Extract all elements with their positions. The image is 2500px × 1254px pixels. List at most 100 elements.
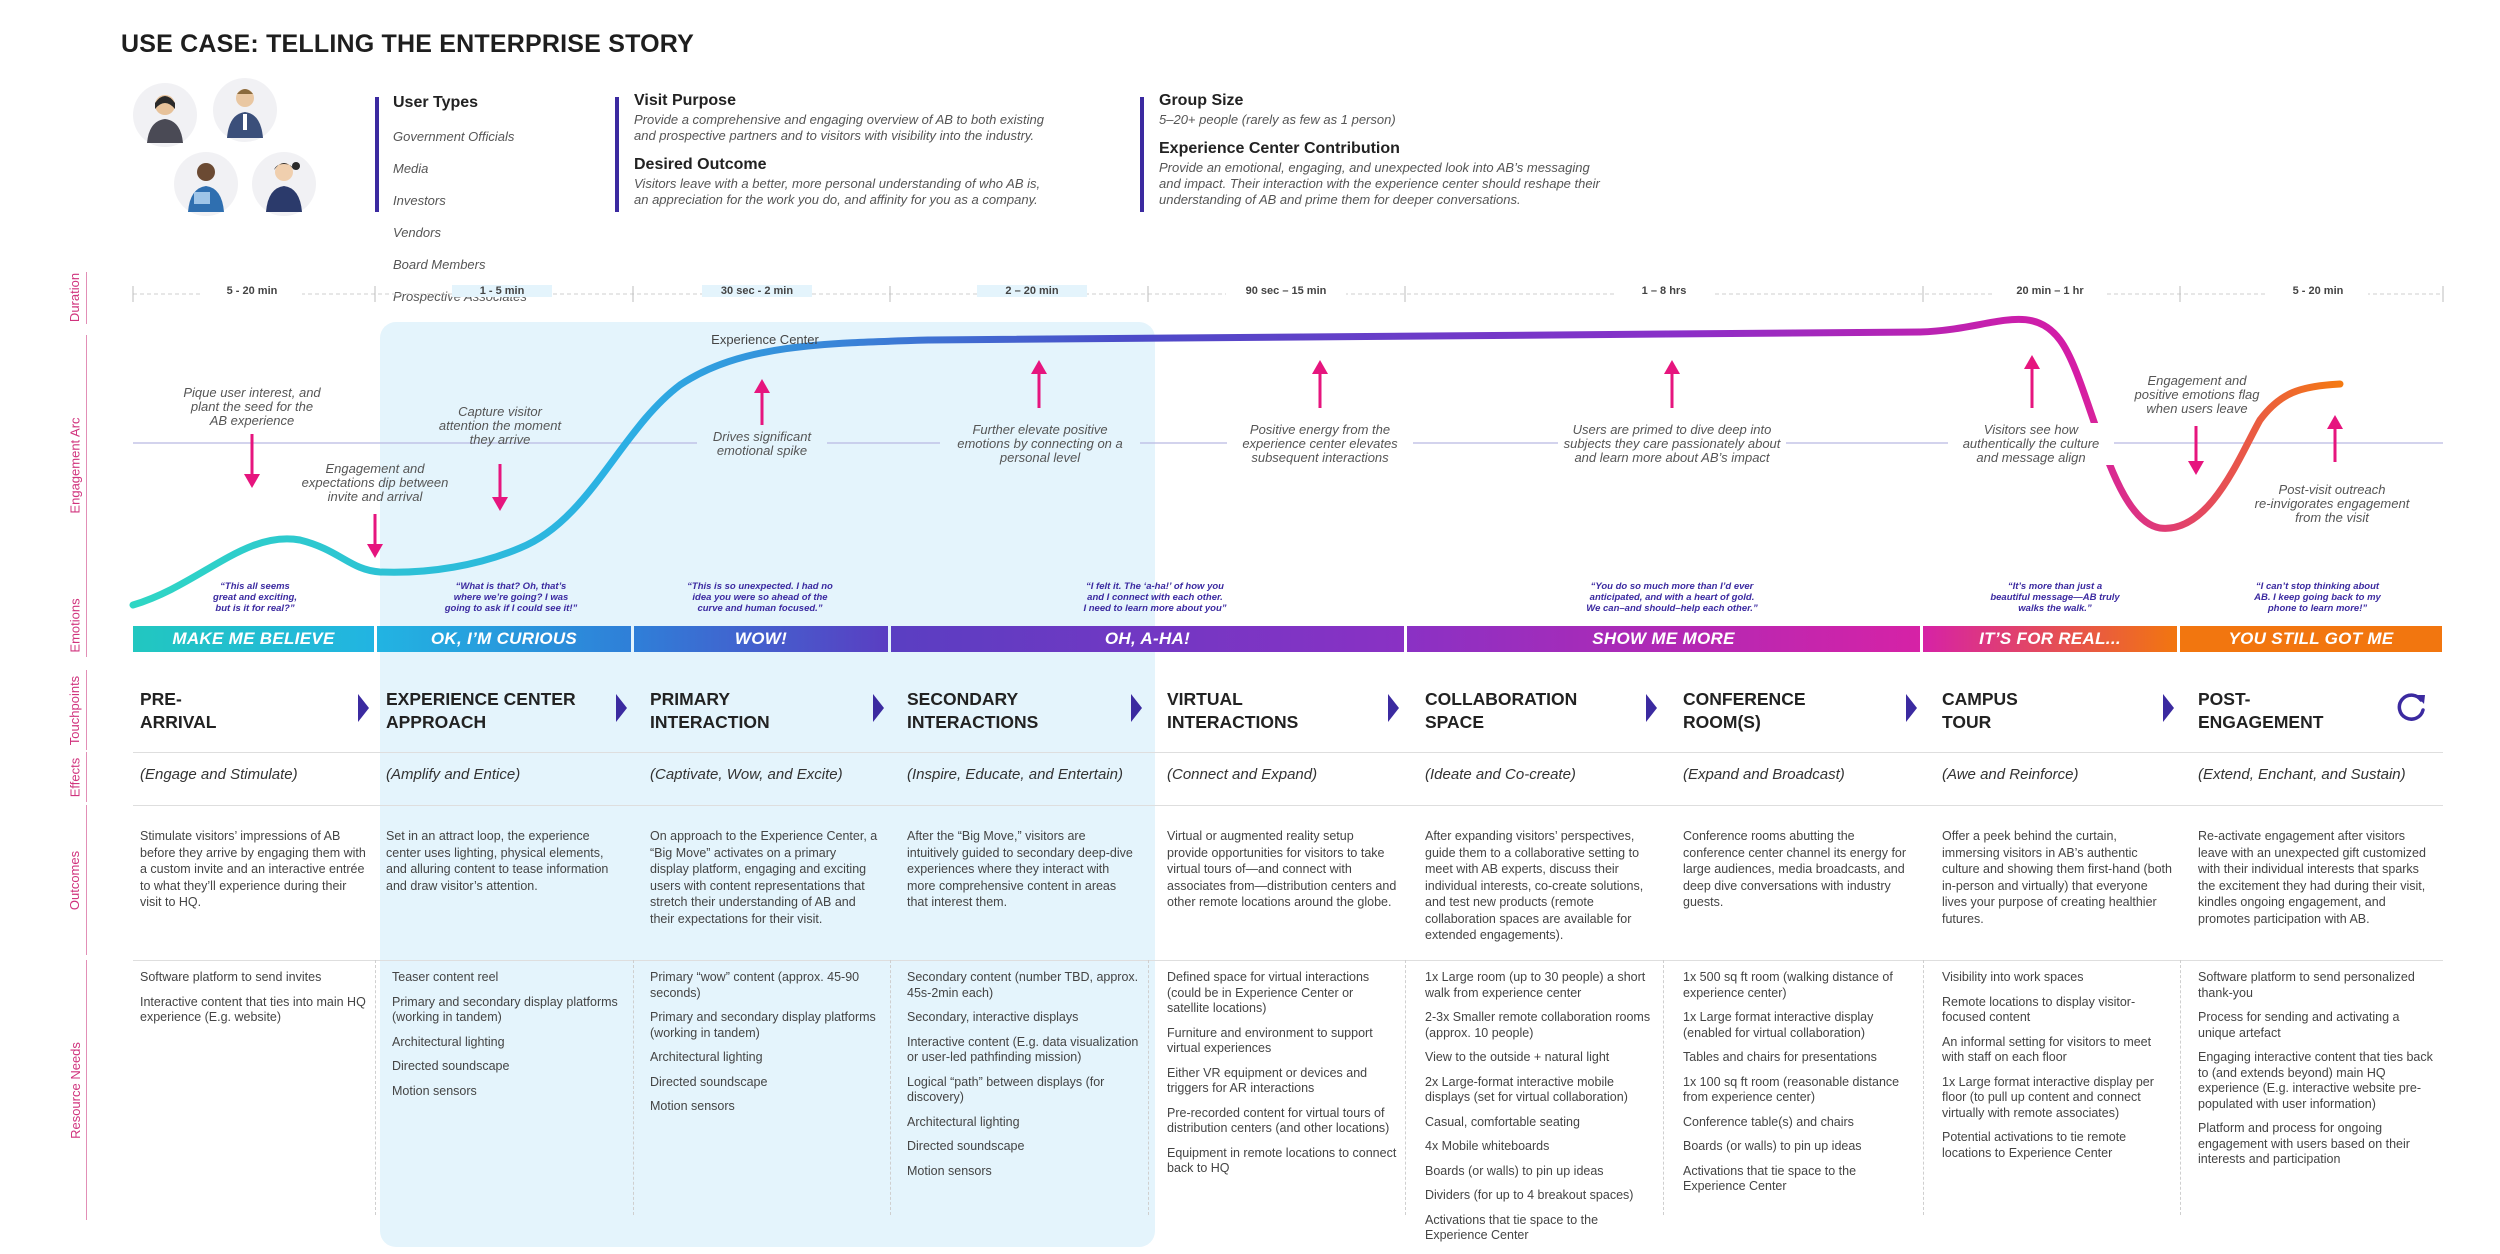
user-types-list: Government Officials Media Investors Ven… [393, 113, 527, 321]
resource-item: Either VR equipment or devices and trigg… [1167, 1065, 1368, 1096]
contribution-text: Provide an emotional, engaging, and unex… [1159, 160, 1600, 207]
row-divider [133, 752, 2443, 753]
divider [375, 97, 379, 212]
engagement-arc [129, 315, 2443, 609]
resource-item: Activations that tie space to the Experi… [1425, 1212, 1599, 1243]
resource-item: Activations that tie space to the Experi… [1683, 1163, 1857, 1194]
duration-label: 30 sec - 2 min [702, 285, 812, 297]
resource-list: Teaser content reel Primary and secondar… [392, 970, 622, 1108]
resource-list: Software platform to send personalized t… [2198, 970, 2434, 1177]
resource-item: Directed soundscape [392, 1059, 510, 1073]
user-type-item: Media [393, 161, 429, 176]
experience-center-zone [380, 322, 1155, 1247]
resource-item: Architectural lighting [392, 1034, 505, 1049]
effect-label: (Extend, Enchant, and Sustain) [2198, 766, 2406, 783]
user-type-item: Vendors [393, 225, 441, 240]
column-separator [375, 960, 376, 1215]
emotion-quote: “You do so much more than I’d ever antic… [1586, 581, 1758, 614]
resource-item: Motion sensors [650, 1099, 735, 1113]
outcome-text: On approach to the Experience Center, a … [650, 829, 878, 926]
persona-avatar [133, 83, 197, 147]
desired-outcome-heading: Desired Outcome [634, 156, 767, 173]
resource-item: 1x Large format interactive display per … [1942, 1074, 2154, 1120]
user-type-item: Investors [393, 193, 446, 208]
column-separator [633, 960, 634, 1215]
emotion-bar: YOU STILL GOT ME [2180, 626, 2442, 652]
emotion-bar: IT’S FOR REAL... [1923, 626, 2177, 652]
resource-list: Defined space for virtual interactions (… [1167, 970, 1397, 1186]
user-types-block: User Types Government Officials Media In… [393, 94, 527, 321]
arrows [244, 355, 2343, 558]
chevron-right-icon [873, 694, 884, 722]
touchpoint-title: PRE- ARRIVAL [140, 689, 217, 732]
arc-annotation: Drives significant emotional spike [697, 430, 827, 458]
outcome-text: Virtual or augmented reality setup provi… [1167, 829, 1397, 909]
resource-item: Dividers (for up to 4 breakout spaces) [1425, 1188, 1634, 1202]
arc-annotation: Pique user interest, and plant the seed … [183, 385, 321, 428]
duration-label: 1 – 8 hrs [1614, 285, 1714, 297]
effect-label: (Amplify and Entice) [386, 766, 521, 783]
touchpoint-title: PRIMARY INTERACTION [650, 689, 770, 732]
visit-purpose-heading: Visit Purpose [634, 92, 736, 109]
resource-item: 1x Large format interactive display (ena… [1683, 1010, 1874, 1040]
row-tick [86, 805, 87, 955]
emotion-quote: “What is that? Oh, that’s where we’re go… [444, 581, 578, 614]
outcome-text: Stimulate visitors’ impressions of AB be… [140, 829, 366, 909]
effect-label: (Expand and Broadcast) [1683, 766, 1845, 783]
row-tick [86, 272, 87, 324]
row-tick [86, 960, 87, 1220]
effect-label: (Connect and Expand) [1167, 766, 1318, 783]
arc-annotation: Engagement and expectations dip between … [301, 461, 449, 504]
resource-item: Architectural lighting [907, 1114, 1020, 1129]
emotion-quote: “This is so unexpected. I had no idea yo… [687, 581, 833, 614]
resource-item: Pre-recorded content for virtual tours o… [1167, 1105, 1390, 1136]
touchpoint-title: VIRTUAL INTERACTIONS [1167, 689, 1299, 732]
touchpoint-title: COLLABORATION SPACE [1425, 689, 1578, 732]
outcome-text: Set in an attract loop, the experience c… [386, 829, 609, 893]
row-divider [133, 960, 2443, 961]
outcome-text: After the “Big Move,” visitors are intui… [907, 829, 1133, 909]
effect-label: (Awe and Reinforce) [1942, 766, 2079, 783]
resource-item: Interactive content that ties into main … [140, 994, 366, 1025]
column-separator [1405, 960, 1406, 1215]
column-separator [2180, 960, 2181, 1215]
resource-item: An informal setting for visitors to meet… [1942, 1034, 2152, 1065]
resource-item: Boards (or walls) to pin up ideas [1425, 1163, 1604, 1178]
page-title: USE CASE: TELLING THE ENTERPRISE STORY [121, 30, 694, 58]
resource-item: Engaging interactive content that ties b… [2198, 1050, 2433, 1111]
resource-list: 1x 500 sq ft room (walking distance of e… [1683, 970, 1915, 1204]
emotion-quote: “I can’t stop thinking about AB. I keep … [2254, 581, 2381, 614]
outcome-text: Re-activate engagement after visitors le… [2198, 829, 2426, 926]
group-size-heading: Group Size [1159, 92, 1244, 109]
resource-item: Tables and chairs for presentations [1683, 1050, 1877, 1064]
outcome-text: Offer a peek behind the curtain, immersi… [1942, 829, 2172, 926]
visit-purpose-block: Visit Purpose Provide a comprehensive an… [634, 92, 1114, 208]
arc-annotation: Positive energy from the experience cent… [1227, 423, 1413, 465]
duration-label: 90 sec – 15 min [1226, 285, 1346, 297]
resource-item: Process for sending and activating a uni… [2198, 1010, 2400, 1040]
chevron-right-icon [616, 694, 627, 722]
chevron-right-icon [2163, 694, 2174, 722]
resource-item: Remote locations to display visitor-focu… [1942, 994, 2136, 1025]
resource-item: Boards (or walls) to pin up ideas [1683, 1139, 1862, 1153]
emotion-quote: “I felt it. The ‘a-ha!’ of how you and I… [1083, 581, 1227, 614]
desired-outcome-text: Visitors leave with a better, more perso… [634, 176, 1041, 207]
resource-list: Secondary content (number TBD, approx. 4… [907, 970, 1139, 1188]
resource-item: Primary “wow” content (approx. 45-90 sec… [650, 970, 860, 1000]
row-tick [86, 335, 87, 597]
row-divider [133, 805, 2443, 806]
resource-item: Conference table(s) and chairs [1683, 1114, 1854, 1129]
column-separator [1923, 960, 1924, 1215]
arc-annotation: Capture visitor attention the moment the… [438, 404, 562, 447]
resource-item: 2x Large-format interactive mobile displ… [1425, 1074, 1628, 1105]
resource-item: Architectural lighting [650, 1050, 763, 1064]
user-type-item: Board Members [393, 257, 486, 272]
user-type-item: Government Officials [393, 129, 515, 144]
resource-item: 4x Mobile whiteboards [1425, 1139, 1550, 1153]
arc-annotation: Engagement and positive emotions flag wh… [2134, 373, 2260, 416]
resource-list: Software platform to send invites Intera… [140, 970, 368, 1035]
experience-center-label: Experience Center [711, 332, 819, 347]
refresh-loop-icon [2397, 693, 2425, 721]
effect-label: (Captivate, Wow, and Excite) [650, 766, 843, 783]
emotion-bar: WOW! [634, 626, 888, 652]
